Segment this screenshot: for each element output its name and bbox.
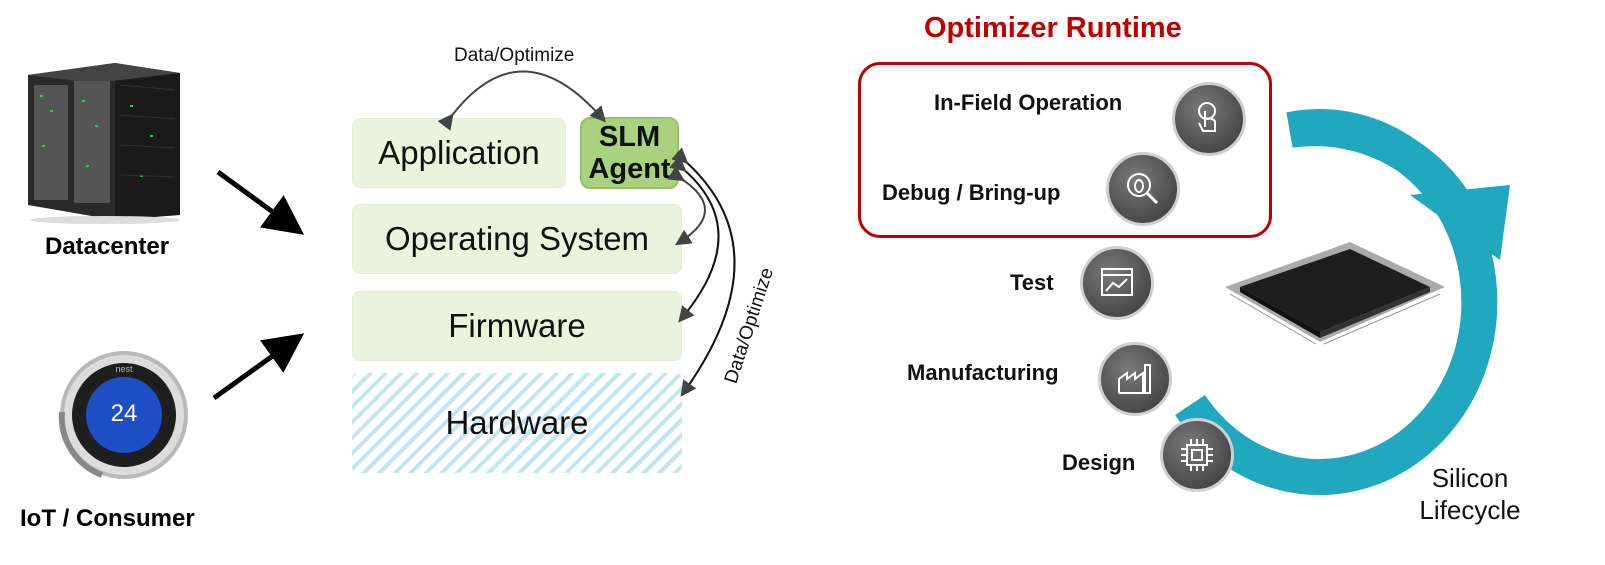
stage-debug-bring-up-label: Debug / Bring-up	[882, 180, 1061, 205]
top-data-optimize-arc	[437, 70, 606, 131]
hardware-label: Hardware	[445, 404, 589, 441]
firmware-arc	[669, 155, 720, 323]
optimizer-runtime-box	[858, 62, 1272, 238]
silicon-lifecycle-line2: Lifecycle	[1419, 495, 1521, 525]
silicon-lifecycle-label: Silicon Lifecycle	[1400, 462, 1540, 526]
silicon-lifecycle-line1: Silicon	[1431, 463, 1509, 493]
firmware-layer: Firmware	[352, 291, 682, 361]
thermostat-brand: nest	[115, 364, 133, 374]
hardware-layer: Hardware	[352, 373, 682, 473]
operating-system-layer: Operating System	[352, 204, 682, 274]
stack-arrows	[437, 70, 736, 397]
datacenter-label: Datacenter	[45, 233, 170, 260]
thermostat-image: 24 nest	[42, 350, 190, 485]
slm-agent-line2: Agent	[588, 153, 671, 185]
iot-consumer-label: IoT / Consumer	[20, 505, 195, 532]
touch-hand-icon	[1172, 82, 1246, 156]
iot-arrow	[212, 333, 305, 401]
datacenter-arrow	[216, 169, 305, 235]
stage-test-label: Test	[1010, 270, 1054, 295]
bug-magnifier-icon	[1106, 152, 1180, 226]
top-arc-label: Data/Optimize	[454, 45, 575, 66]
operating-system-label: Operating System	[384, 220, 650, 257]
device-arrows	[212, 169, 305, 401]
silicon-lifecycle-cycle	[1175, 109, 1510, 496]
stage-manufacturing-label: Manufacturing	[907, 360, 1059, 385]
chip-design-icon	[1160, 418, 1234, 492]
stage-in-field-operation-label: In-Field Operation	[934, 90, 1123, 115]
firmware-label: Firmware	[448, 307, 586, 344]
thermostat-value: 24	[110, 400, 138, 427]
application-label: Application	[378, 134, 540, 171]
hardware-arc	[671, 147, 736, 397]
stage-design-label: Design	[1062, 450, 1136, 475]
factory-icon	[1098, 342, 1172, 416]
datacenter-image	[20, 55, 185, 225]
slm-agent-line1: SLM	[598, 121, 661, 153]
test-chart-icon	[1080, 246, 1154, 320]
optimizer-runtime-title: Optimizer Runtime	[924, 12, 1182, 44]
chip-image	[1225, 242, 1445, 345]
